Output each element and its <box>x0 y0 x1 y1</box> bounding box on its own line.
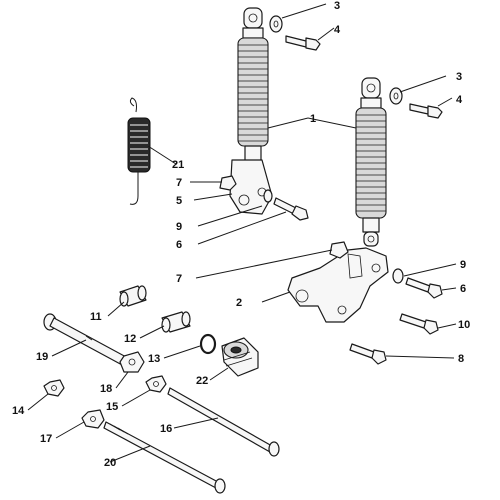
shock-absorber-right <box>355 77 387 247</box>
washer-3-right <box>389 87 403 105</box>
leader-lines <box>27 3 457 463</box>
callout-9-lower: 9 <box>460 259 466 271</box>
callout-10: 10 <box>458 319 470 331</box>
callout-7-lower: 7 <box>176 273 182 285</box>
bolt-10 <box>399 313 439 335</box>
callout-2: 2 <box>236 297 242 309</box>
callout-1: 1 <box>310 113 316 125</box>
spring-21 <box>127 97 151 205</box>
callout-7-upper: 7 <box>176 177 182 189</box>
nut-18 <box>119 351 145 373</box>
callout-19: 19 <box>36 351 48 363</box>
callout-21: 21 <box>172 159 184 171</box>
bracket-5 <box>229 159 273 215</box>
callout-8: 8 <box>458 353 464 365</box>
callout-4-upper: 4 <box>334 24 341 36</box>
bolt-6-lower <box>405 277 443 299</box>
bush-11 <box>119 285 147 307</box>
pin-20 <box>103 421 226 494</box>
ring-13 <box>199 333 217 355</box>
callout-13: 13 <box>148 353 160 365</box>
nut-15 <box>145 375 167 393</box>
bolt-6-upper <box>273 197 309 221</box>
nut-17 <box>81 409 105 429</box>
nut-14 <box>43 379 65 397</box>
callout-17: 17 <box>40 433 52 445</box>
callout-6-upper: 6 <box>176 239 182 251</box>
washer-9-lower <box>392 268 404 284</box>
washer-9-upper <box>263 189 273 203</box>
callout-22: 22 <box>196 375 208 387</box>
callout-11: 11 <box>90 311 102 323</box>
bolt-4-right <box>409 103 443 119</box>
washer-3-left <box>269 15 283 33</box>
callout-4-lower: 4 <box>456 94 463 106</box>
callout-12: 12 <box>124 333 136 345</box>
callout-18: 18 <box>100 383 112 395</box>
bracket-2 <box>287 247 389 323</box>
shock-absorber-left <box>237 7 269 181</box>
callout-6-lower: 6 <box>460 283 466 295</box>
pin-16 <box>167 387 280 457</box>
bolt-4-left <box>285 35 321 51</box>
nut-7-upper <box>219 175 237 191</box>
callout-15: 15 <box>106 401 118 413</box>
bolt-8 <box>349 343 387 365</box>
callout-14: 14 <box>12 405 25 417</box>
nut-7-lower <box>329 241 349 259</box>
callout-labels: 1 2 3 3 4 4 5 6 6 7 7 8 9 9 10 11 12 13 … <box>12 0 470 469</box>
callout-20: 20 <box>104 457 116 469</box>
callout-16: 16 <box>160 423 172 435</box>
callout-9-upper: 9 <box>176 221 182 233</box>
callout-5: 5 <box>176 195 182 207</box>
buffer-22 <box>221 337 259 377</box>
callout-3-upper: 3 <box>334 0 340 12</box>
bush-12 <box>161 311 191 333</box>
callout-3-lower: 3 <box>456 71 462 83</box>
